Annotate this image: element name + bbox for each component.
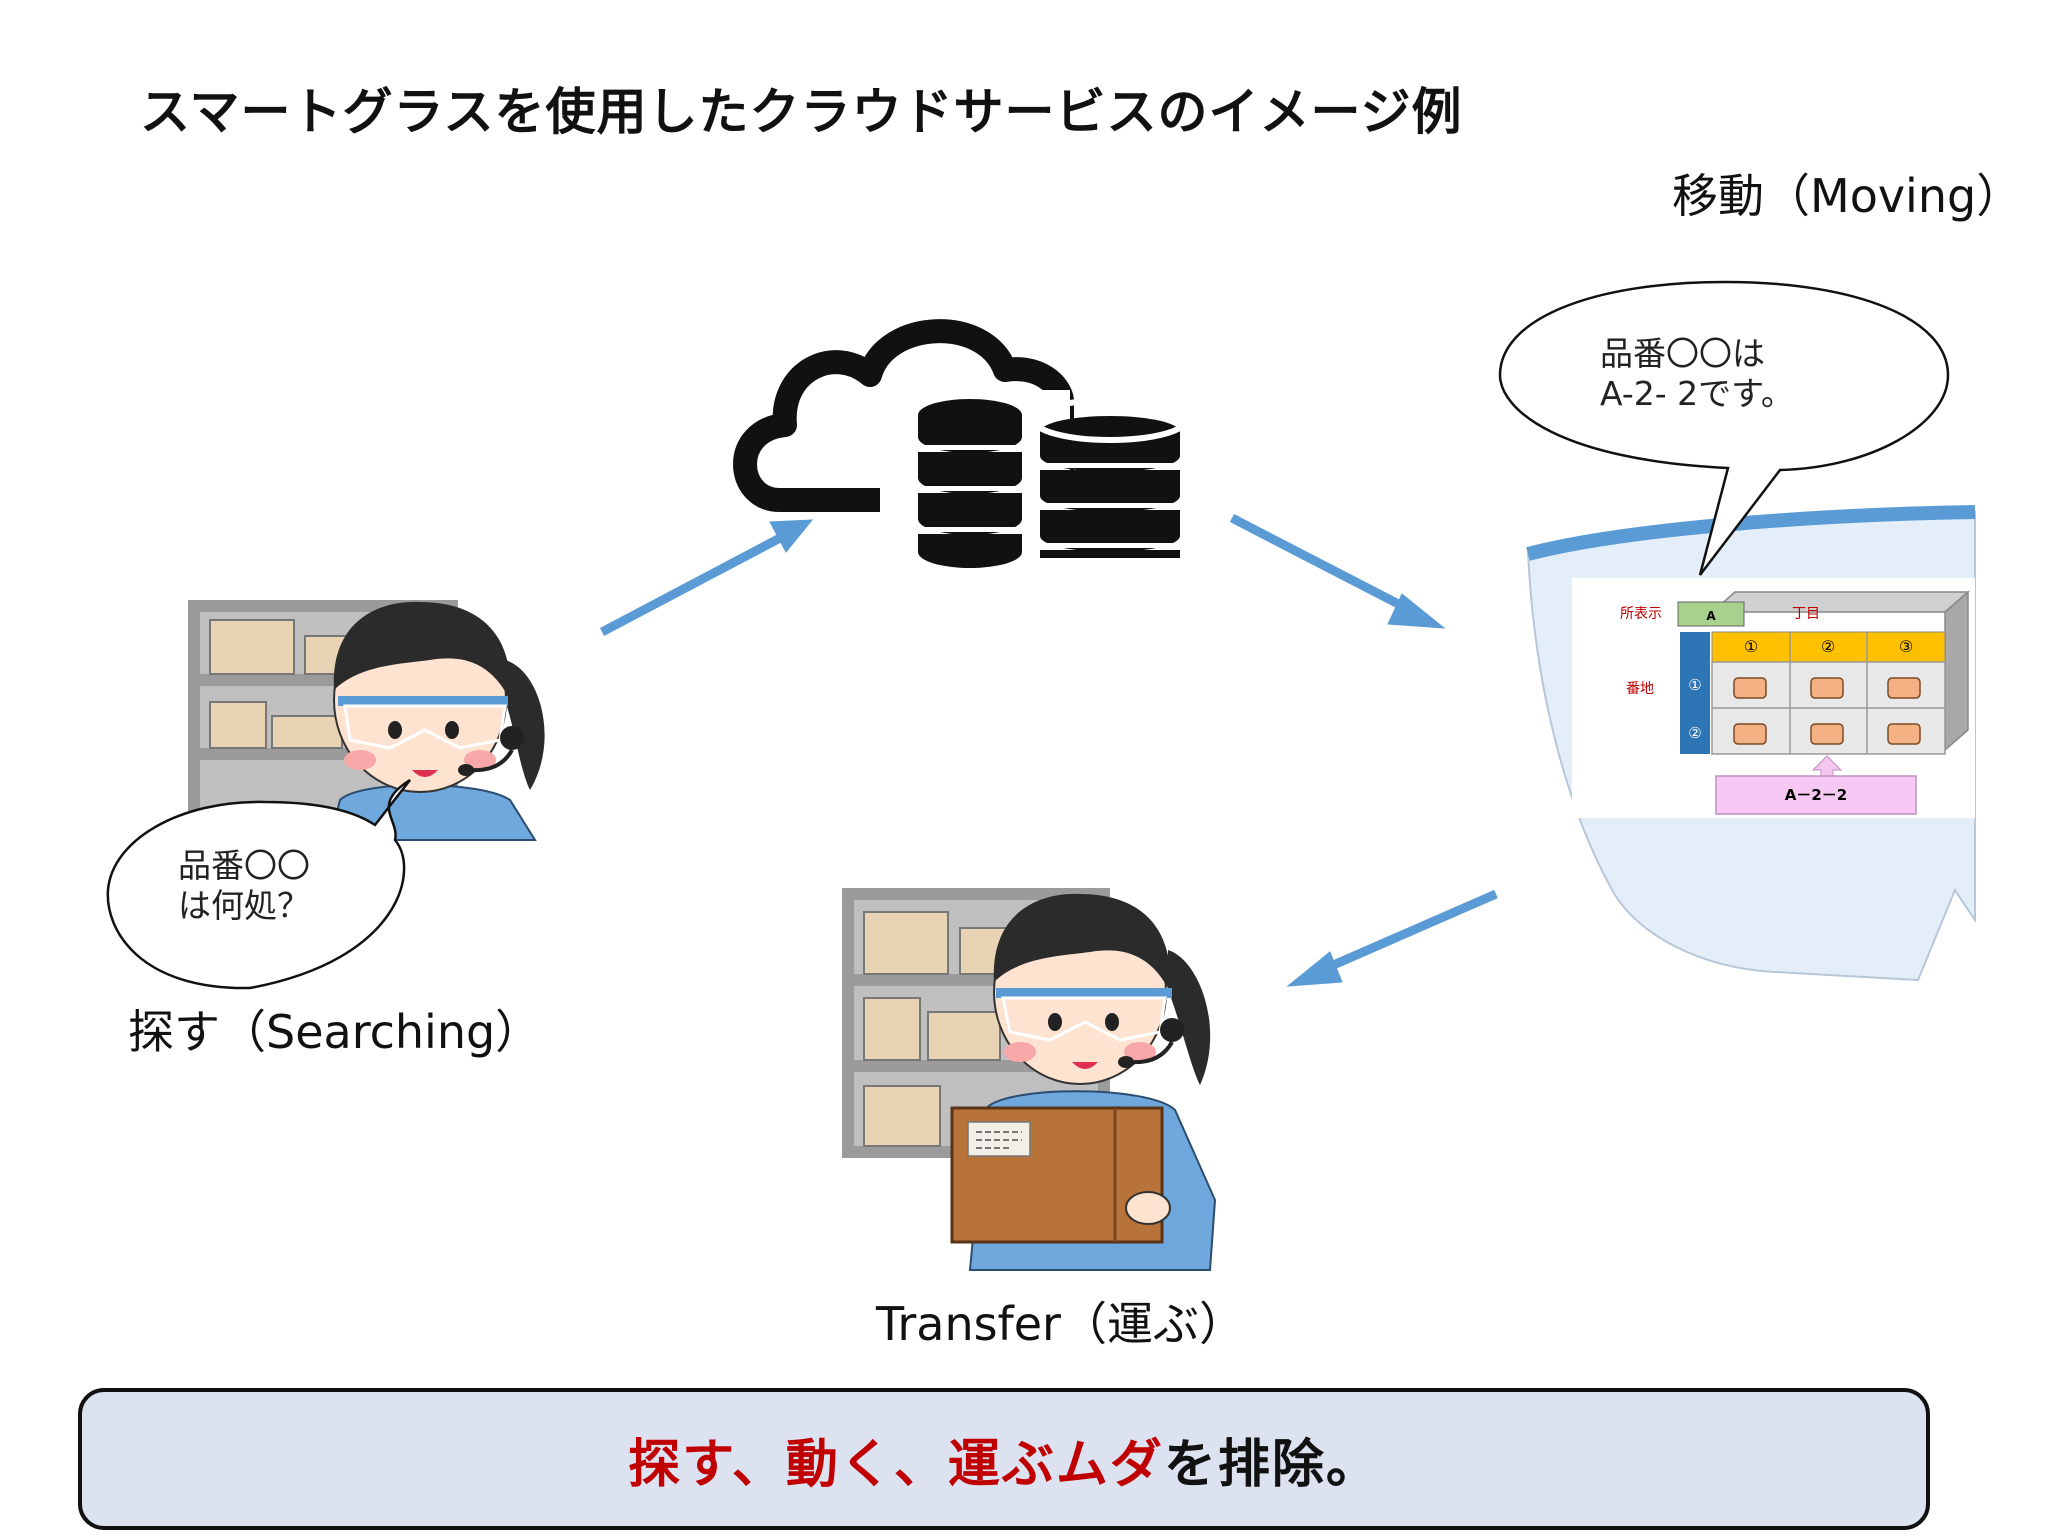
column-3: ③ [1899, 637, 1913, 656]
arrow-cloud-to-moving [1229, 514, 1446, 629]
label-transfer: Transfer（運ぶ） [876, 1297, 1245, 1351]
row-1: ① [1688, 676, 1701, 694]
speech-bubble-searching [106, 778, 411, 990]
address-label: 番地 [1626, 681, 1654, 697]
chome-label: 丁目 [1792, 606, 1820, 622]
banner-highlight-text: 探す、動く、運ぶムダ [628, 1434, 1164, 1495]
speech-bubble-moving [1498, 280, 1950, 576]
column-1: ① [1744, 637, 1758, 656]
label-searching: 探す（Searching） [128, 1005, 542, 1059]
database-icon [1031, 397, 1189, 558]
summary-banner: 探す、動く、運ぶムダを排除。 [78, 1388, 1930, 1530]
target-code: A－2－2 [1785, 786, 1847, 804]
database-icon [916, 399, 1024, 568]
arrow-search-to-cloud [599, 519, 814, 636]
aisle-value: A [1706, 609, 1716, 623]
worker-transfer [842, 888, 1217, 1271]
package-icon [950, 1106, 1171, 1244]
flow-arrows [599, 514, 1498, 987]
worker-searching [188, 600, 545, 841]
bubble-line: は何処？ [178, 886, 310, 925]
speech-bubble-moving-text: 品番〇〇は A-2- 2です。 [1600, 334, 1794, 414]
location-label: 所表示 [1620, 606, 1662, 622]
bubble-line: A-2- 2です。 [1600, 374, 1794, 413]
speech-bubble-searching-text: 品番〇〇 は何処？ [178, 846, 310, 926]
arrow-moving-to-transfer [1286, 889, 1498, 987]
label-moving: 移動（Moving） [1672, 169, 2023, 223]
row-2: ② [1688, 724, 1701, 742]
page-title: スマートグラスを使用したクラウドサービスのイメージ例 [140, 83, 1463, 141]
column-2: ② [1821, 637, 1835, 656]
bubble-line: 品番〇〇は [1600, 334, 1765, 373]
banner-text: を排除。 [1163, 1434, 1380, 1495]
shelf-location-display: 所表示 A 丁目 ① ② ③ 番地 ① ② A－2－2 [1620, 590, 1971, 815]
bubble-line: 品番〇〇 [178, 846, 310, 885]
